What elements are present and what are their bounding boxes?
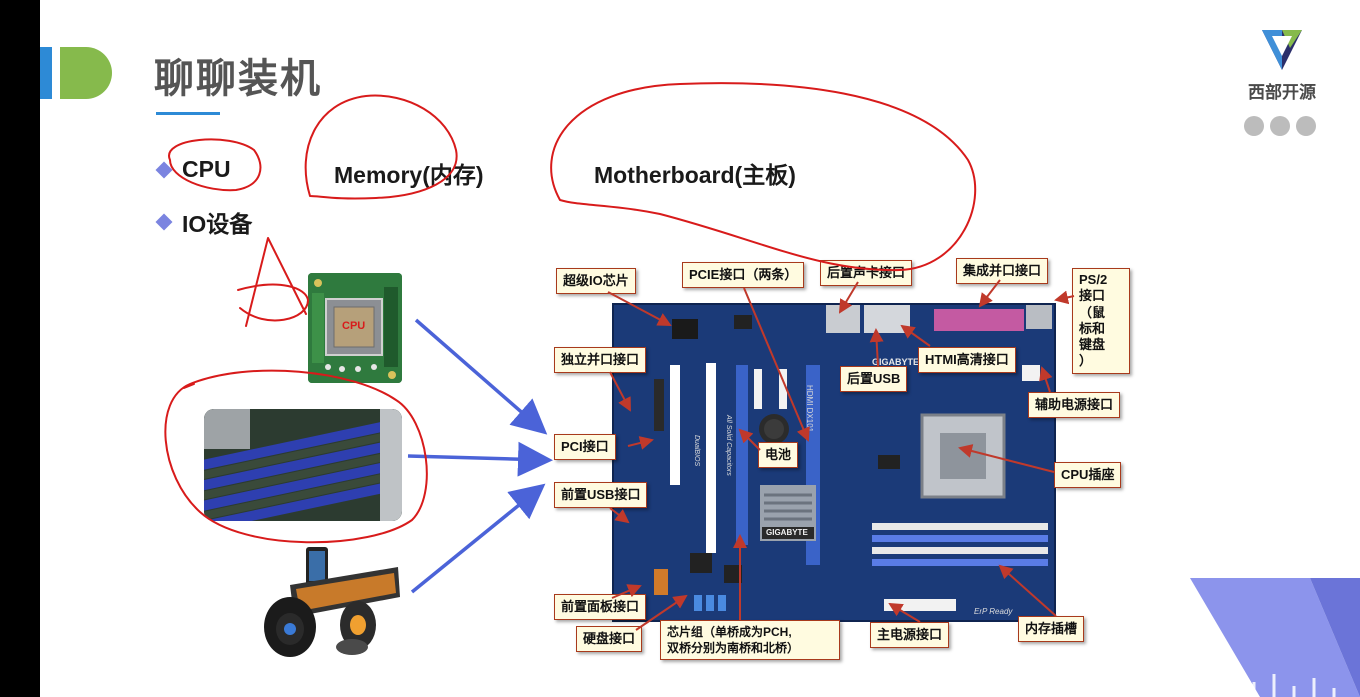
callout-cpu-socket: CPU插座 [1054,462,1122,488]
callout-super-io: 超级IO芯片 [556,268,636,294]
callout-rear-usb: 后置USB [840,366,908,392]
memory-photo-graphic [204,409,402,521]
callout-battery: 电池 [758,442,799,468]
callout-hdmi: HTMI高清接口 [918,347,1016,373]
bullet-cpu-label: CPU [182,156,231,182]
callout-front-usb: 前置USB接口 [554,482,648,508]
callout-pci: PCI接口 [554,434,616,460]
title-underline [156,112,220,115]
mb-bios-label: DualBIOS [693,435,700,467]
accent-shape [60,47,112,99]
brand-name: 西部开源 [1248,83,1316,102]
bullet-motherboard-label: Motherboard(主板) [594,162,796,188]
callout-main-power: 主电源接口 [870,622,950,648]
callout-aux-power: 辅助电源接口 [1028,392,1121,418]
mb-chipset-label: GIGABYTE [766,528,808,537]
dot-3 [1296,116,1316,136]
callout-disk: 硬盘接口 [576,626,643,652]
io-devices-photo [260,545,402,663]
brand-dots [1244,116,1316,136]
brand: 西部开源 [1236,26,1328,103]
cpu-photo-graphic [308,273,402,383]
brand-logo-icon [1262,30,1302,70]
dot-1 [1244,116,1264,136]
callout-parallel-standalone: 独立并口接口 [554,347,647,373]
bullet-io: IO设备 [155,205,253,239]
callout-pcie: PCIE接口（两条） [682,262,805,288]
callout-front-panel: 前置面板接口 [554,594,647,620]
bullet-memory-label: Memory(内存) [334,162,484,188]
callout-chipset: 芯片组（单桥成为PCH, 双桥分别为南桥和北桥） [660,620,840,661]
callout-parallel-integrated: 集成并口接口 [956,258,1049,284]
mb-brand-label: GIGABYTE [872,357,920,367]
cpu-chip-label: CPU [342,320,366,332]
slide: 聊聊装机 西部开源 CPU Memory(内存) Motherboard(主板)… [40,0,1360,697]
callout-ps2: PS/2 接口 （鼠 标和 键盘 ） [1072,268,1130,374]
diamond-bullet-icon [155,161,173,178]
memory-photo [204,409,402,521]
bullet-cpu: CPU [155,156,231,183]
mb-footer-label: ErP Ready [974,607,1013,616]
diamond-bullet-icon [155,213,173,231]
corner-decoration [1190,578,1360,697]
accent-bar [40,47,52,99]
io-devices-graphic [264,547,400,657]
dot-2 [1270,116,1290,136]
callout-rear-audio: 后置声卡接口 [820,260,913,286]
callout-memory-slot: 内存插槽 [1018,616,1085,642]
cpu-photo: CPU [308,273,402,383]
blue-arrows [407,318,553,594]
bullet-io-label: IO设备 [182,211,253,237]
mb-model-label: HDMI DX101 [805,385,814,433]
mb-caps-label: All Solid Capacitors [725,415,732,476]
slide-title: 聊聊装机 [154,57,322,101]
